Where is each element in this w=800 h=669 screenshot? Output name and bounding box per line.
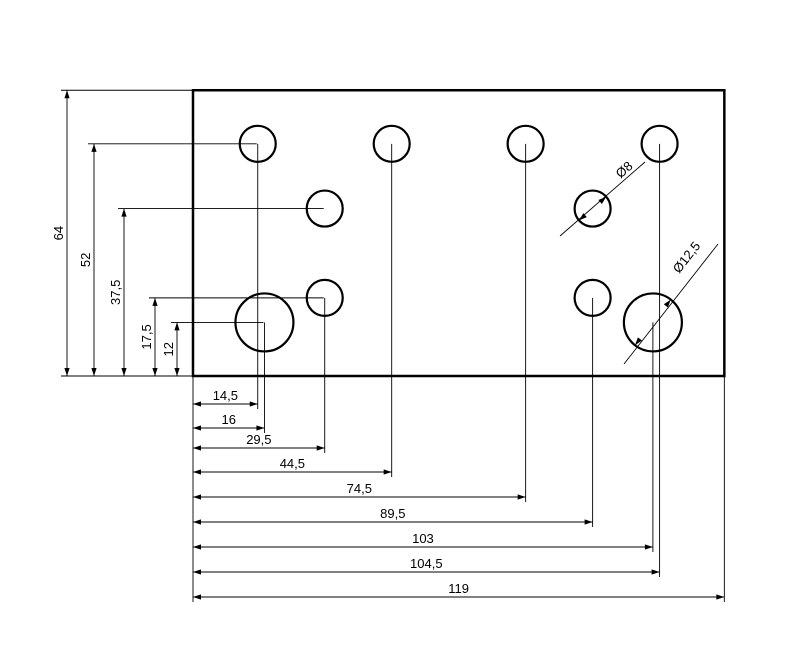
hole-large [622, 292, 683, 353]
dimension-arrow [174, 322, 180, 331]
dimension-label: 52 [78, 253, 93, 267]
diameter-8-arrow-lower [579, 213, 587, 221]
diameter-12-5-arrow-lower [635, 337, 642, 346]
dimension-arrow [383, 469, 392, 475]
dimension-label: 74,5 [347, 481, 372, 496]
diameter-12-5-arrow-upper [663, 299, 671, 308]
diameter-callouts: Ø8 Ø12,5 [559, 158, 719, 365]
diameter-8-arrow-upper [598, 196, 607, 204]
dimension-arrow [193, 469, 201, 475]
diameter-12-5-leader [623, 243, 719, 365]
dimension-arrow [651, 569, 660, 575]
plate-outline [191, 88, 726, 378]
dimension-arrow [121, 368, 127, 376]
dimension-arrow [174, 368, 180, 376]
dimension-arrow [193, 401, 201, 407]
dimension-arrow [152, 297, 158, 306]
dimension-arrow [64, 368, 70, 376]
dimension-arrow [193, 544, 201, 550]
dimension-arrow [193, 425, 201, 431]
dimension-arrow [152, 368, 158, 376]
dimension-arrow [193, 569, 201, 575]
dimension-arrow [91, 143, 97, 152]
dimension-label: 14,5 [213, 388, 238, 403]
dimension-label: 37,5 [108, 280, 123, 305]
dimension-label: 119 [448, 581, 469, 596]
hole-large [234, 292, 295, 353]
dimension-label: 89,5 [380, 506, 405, 521]
dimension-arrow [256, 425, 265, 431]
dimension-arrow [316, 445, 325, 451]
dimension-arrow [64, 90, 70, 99]
dimension-arrow [249, 401, 258, 407]
dimension-arrow [193, 494, 201, 500]
hole-small [238, 124, 277, 163]
dimension-label: 104,5 [410, 556, 443, 571]
dimension-label: 44,5 [280, 456, 305, 471]
dimension-arrow [584, 519, 593, 525]
dimension-label: 29,5 [246, 432, 271, 447]
dimension-label: 16 [221, 412, 235, 427]
dimension-label: 103 [412, 531, 434, 546]
dimension-arrow [121, 208, 127, 217]
hole-small [573, 278, 612, 317]
diameter-8-label: Ø8 [613, 158, 636, 181]
holes [234, 124, 683, 353]
hole-small [372, 124, 411, 163]
hole-small [506, 124, 545, 163]
dimension-label: 12 [161, 342, 176, 356]
dimension-arrow [716, 594, 725, 600]
hole-small [573, 189, 612, 228]
dimension-arrow [193, 445, 201, 451]
dimension-label: 17,5 [139, 324, 154, 349]
dimension-arrow [193, 519, 201, 525]
hole-small [640, 124, 679, 163]
hole-small [305, 278, 344, 317]
diameter-12-5-label: Ø12,5 [670, 239, 704, 276]
dimension-arrow [91, 368, 97, 376]
dimension-arrow [517, 494, 526, 500]
hole-small [305, 189, 344, 228]
dimension-label: 64 [51, 226, 66, 240]
extension-lines [61, 89, 725, 602]
dimension-lines: 64 52 37,5 17,5 12 14,5 16 29,5 44,5 74,5 89,5 103 1… [51, 90, 725, 600]
dimension-arrow [193, 594, 201, 600]
dimension-arrow [644, 544, 653, 550]
